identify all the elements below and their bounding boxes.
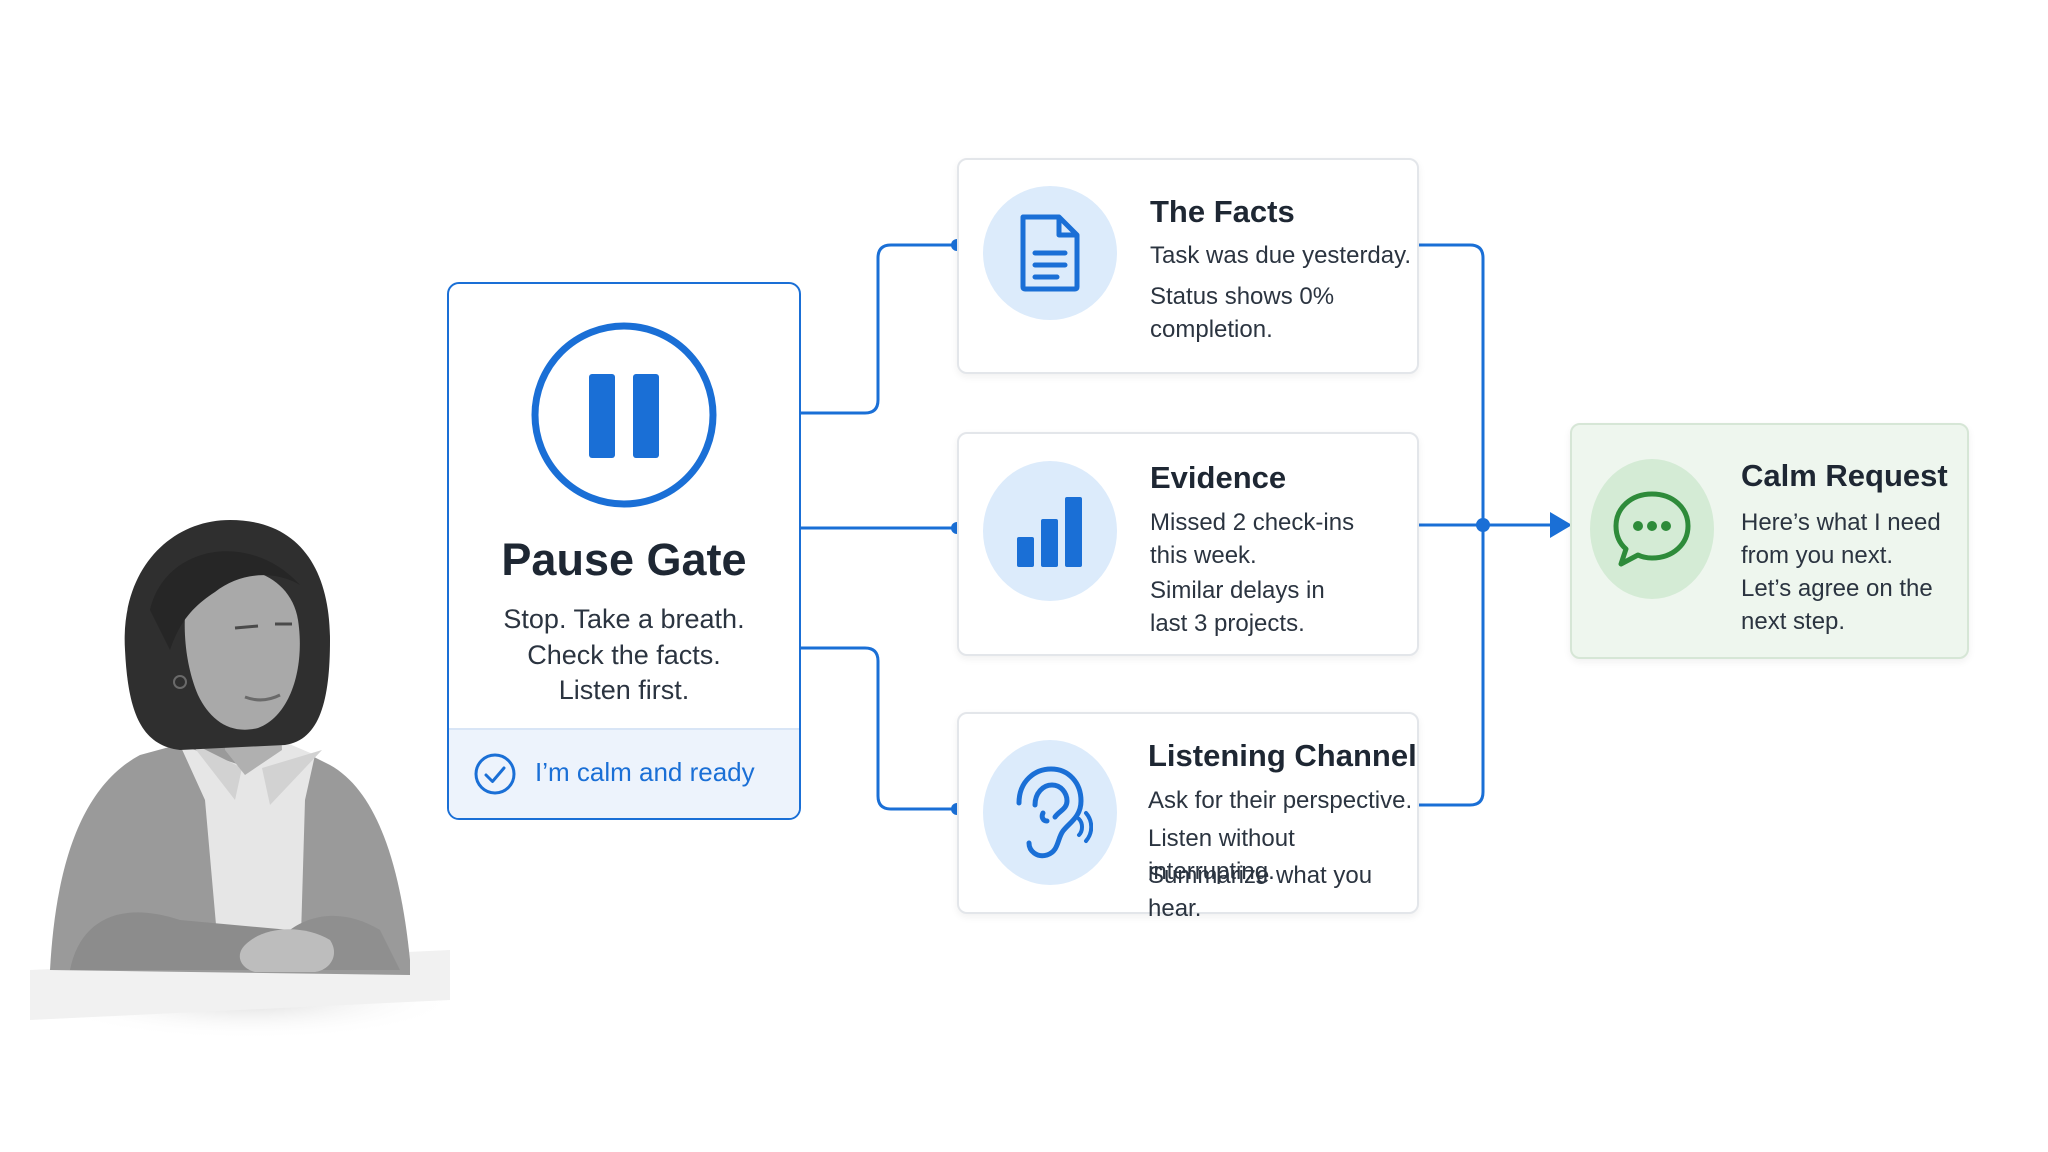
calm-request-line: next step. bbox=[1741, 608, 1846, 635]
calm-request-icon-circle bbox=[1590, 459, 1714, 599]
evidence-line: Missed 2 check-ins bbox=[1150, 509, 1355, 536]
facts-title: The Facts bbox=[1150, 194, 1295, 229]
calm-request-line: Let’s agree on the bbox=[1741, 575, 1933, 602]
connector-listening-to-merge bbox=[1418, 525, 1485, 807]
bar-chart-icon bbox=[1017, 497, 1082, 567]
pause-gate-title: Pause Gate bbox=[501, 534, 747, 585]
listening-card: Listening Channel Ask for their perspect… bbox=[957, 712, 1419, 922]
chat-bubble-icon bbox=[1613, 491, 1691, 567]
pause-gate-line: Stop. Take a breath. bbox=[503, 604, 745, 634]
connector-facts-to-merge bbox=[1418, 243, 1485, 525]
evidence-icon-circle bbox=[983, 461, 1117, 601]
listening-line: Summarize what you hear. bbox=[1148, 862, 1373, 922]
calm-request-title: Calm Request bbox=[1741, 458, 1948, 493]
connector-pause-to-facts bbox=[801, 243, 957, 415]
ear-icon bbox=[1016, 765, 1093, 858]
check-circle-icon bbox=[474, 753, 516, 795]
listening-line: Ask for their perspective. bbox=[1148, 787, 1413, 814]
connector-dot-merge bbox=[1476, 518, 1490, 532]
calm-request-line: Here’s what I need bbox=[1741, 509, 1941, 536]
facts-line: completion. bbox=[1150, 316, 1273, 343]
evidence-line: this week. bbox=[1150, 542, 1257, 569]
pause-gate-line: Listen first. bbox=[558, 675, 690, 705]
calm-request-card: Calm Request Here’s what I need from you… bbox=[1570, 423, 1969, 659]
connector-pause-to-listening bbox=[801, 646, 957, 811]
pause-gate-card: Pause Gate Stop. Take a breath. Check th… bbox=[447, 282, 801, 820]
evidence-title: Evidence bbox=[1150, 460, 1287, 495]
evidence-card: Evidence Missed 2 check-ins this week. S… bbox=[957, 432, 1419, 656]
facts-line: Task was due yesterday. bbox=[1150, 242, 1412, 269]
evidence-line: last 3 projects. bbox=[1150, 610, 1305, 637]
listening-icon-circle bbox=[983, 740, 1117, 885]
facts-card: The Facts Task was due yesterday. Status… bbox=[957, 158, 1419, 374]
ready-status-button[interactable]: I’m calm and ready bbox=[449, 728, 799, 818]
listening-line: Listen without interrupting. bbox=[1148, 825, 1295, 885]
calm-request-line: from you next. bbox=[1741, 542, 1894, 569]
pause-gate-line: Check the facts. bbox=[527, 640, 721, 670]
arrowhead-to-calm bbox=[1550, 512, 1572, 538]
ready-status-label: I’m calm and ready bbox=[535, 757, 755, 787]
document-icon bbox=[1020, 214, 1080, 292]
pause-icon bbox=[531, 322, 717, 508]
evidence-line: Similar delays in bbox=[1150, 577, 1325, 604]
person-photo bbox=[30, 520, 450, 1040]
facts-line: Status shows 0% bbox=[1150, 283, 1335, 310]
facts-icon-circle bbox=[983, 186, 1117, 320]
listening-title: Listening Channel bbox=[1148, 738, 1417, 773]
